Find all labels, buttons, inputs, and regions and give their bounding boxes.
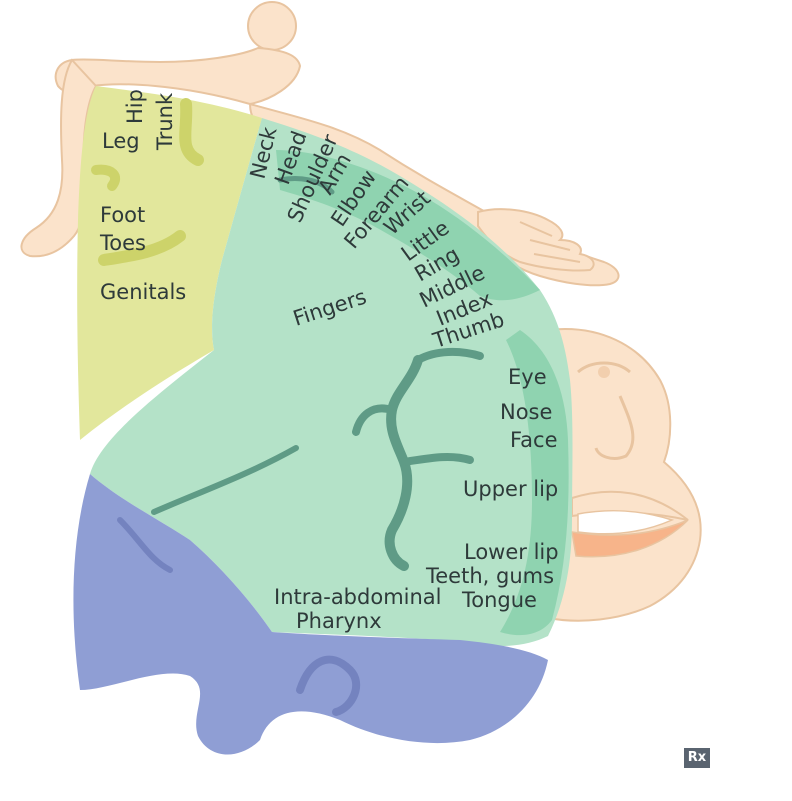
yellow-sulcus-3 <box>91 164 121 191</box>
blue-sulcus <box>296 655 360 716</box>
label-nose: Nose <box>500 400 552 424</box>
homunculus-face <box>547 328 702 622</box>
label-trunk: Trunk <box>153 92 177 151</box>
face-teeth <box>577 509 675 535</box>
label-face: Face <box>510 428 558 452</box>
rx-badge: Rx <box>684 748 710 768</box>
yellow-sulcus-2 <box>98 230 186 266</box>
label-hip: Hip <box>123 89 147 124</box>
label-tongue: Tongue <box>461 588 537 612</box>
label-lower-lip: Lower lip <box>464 540 559 564</box>
face-eye <box>577 361 631 374</box>
blue-sulcus-2 <box>117 517 173 573</box>
sulcus-branch-3 <box>414 347 484 364</box>
cortex-yellow-region <box>77 86 262 440</box>
label-teeth-gums: Teeth, gums <box>425 564 554 588</box>
green-band-upper <box>276 150 540 301</box>
label-toes: Toes <box>99 231 146 255</box>
face-eye-iris <box>598 366 610 378</box>
face-lower-lip <box>571 519 689 558</box>
label-leg: Leg <box>102 129 140 153</box>
label-genitals: Genitals <box>100 280 186 304</box>
label-intra-abdominal: Intra-abdominal <box>274 585 442 609</box>
face-nose <box>594 395 635 460</box>
sulcus-lower <box>151 445 299 515</box>
label-foot: Foot <box>100 203 145 227</box>
yellow-sulcus-1 <box>179 98 204 166</box>
label-upper-lip: Upper lip <box>463 477 558 501</box>
green-sulcus-top <box>277 176 335 195</box>
label-pharynx: Pharynx <box>296 609 382 633</box>
label-eye: Eye <box>508 365 547 389</box>
figure-head <box>247 1 297 51</box>
cortex-blue-region <box>73 474 548 755</box>
green-band-lower-right <box>500 330 569 636</box>
sulcus-branch-2 <box>352 404 396 436</box>
homunculus-body-figure <box>20 1 620 287</box>
sulcus-branch-1 <box>400 452 474 466</box>
